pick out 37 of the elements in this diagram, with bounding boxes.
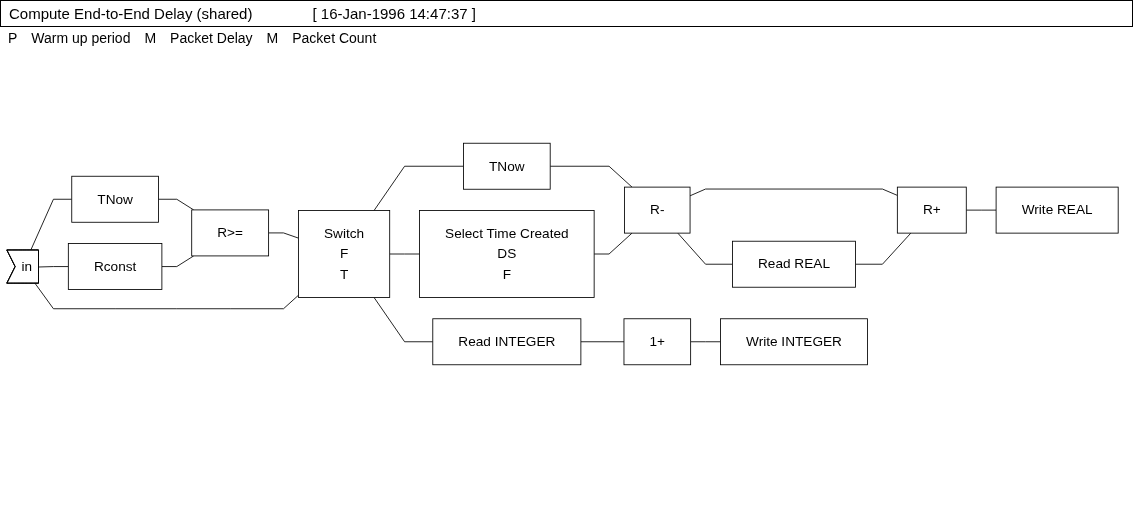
connector xyxy=(855,232,912,265)
node-box: R+ xyxy=(896,186,967,234)
note-label: Packet Count xyxy=(292,30,377,46)
connector xyxy=(161,255,195,267)
note-label: P xyxy=(8,30,18,46)
timestamp-label: [ 16-Jan-1996 14:47:37 ] xyxy=(312,5,476,22)
connector xyxy=(965,209,997,211)
connector xyxy=(268,232,299,239)
note-label: Warm up period xyxy=(31,30,131,46)
node-box: Switch F T xyxy=(298,210,391,298)
connector xyxy=(373,165,464,211)
connector xyxy=(689,188,898,197)
note-label: Packet Delay xyxy=(170,30,253,46)
node-box: Rconst xyxy=(67,243,163,290)
node-box: R- xyxy=(624,186,691,234)
connector xyxy=(690,341,721,343)
node-box: TNow xyxy=(463,142,551,190)
connector xyxy=(373,297,434,343)
node-box: Write REAL xyxy=(995,186,1119,234)
note-label: M xyxy=(266,30,279,46)
connector xyxy=(389,253,420,255)
connector xyxy=(593,232,633,255)
node-box: Read REAL xyxy=(732,240,856,288)
connector xyxy=(34,283,299,310)
note-label: M xyxy=(144,30,157,46)
connector xyxy=(38,266,69,268)
node-box: Read INTEGER xyxy=(432,318,582,366)
node-box: Select Time Created DS F xyxy=(419,210,595,298)
node-box: Write INTEGER xyxy=(720,318,868,366)
node-box: TNow xyxy=(71,175,159,223)
connector xyxy=(549,165,633,188)
diagram-title: Compute End-to-End Delay (shared) xyxy=(9,5,253,22)
node-box: R>= xyxy=(191,209,270,257)
connector xyxy=(677,232,733,265)
node-box: 1+ xyxy=(623,318,692,366)
connector xyxy=(580,341,625,343)
connector xyxy=(30,198,73,251)
